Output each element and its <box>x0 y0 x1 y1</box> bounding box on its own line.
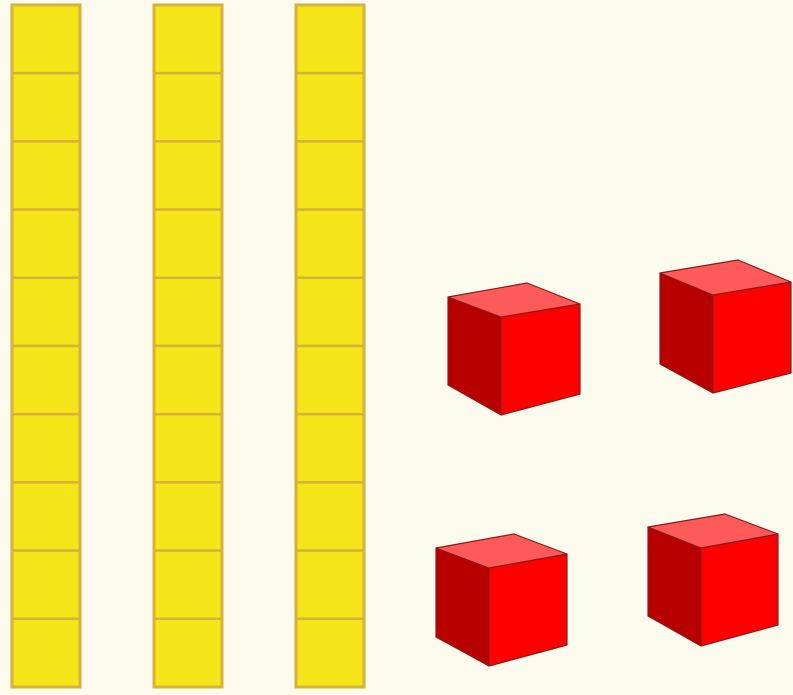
rod-unit-square <box>12 551 80 619</box>
unit-cube-1 <box>448 283 580 415</box>
unit-cube-3 <box>436 534 567 666</box>
rod-unit-square <box>296 619 364 687</box>
ten-rod-1 <box>12 5 80 687</box>
rod-unit-square <box>154 210 222 278</box>
rod-unit-square <box>154 414 222 482</box>
rod-unit-square <box>296 73 364 141</box>
rod-unit-square <box>12 141 80 209</box>
rod-unit-square <box>154 5 222 73</box>
rod-unit-square <box>12 346 80 414</box>
rod-unit-square <box>12 73 80 141</box>
rod-unit-square <box>154 73 222 141</box>
rod-unit-square <box>296 5 364 73</box>
unit-cube-2 <box>660 260 791 393</box>
rod-unit-square <box>12 278 80 346</box>
rod-unit-square <box>296 414 364 482</box>
ten-rod-3 <box>296 5 364 687</box>
rod-unit-square <box>154 551 222 619</box>
rod-unit-square <box>296 278 364 346</box>
rod-unit-square <box>296 346 364 414</box>
cube-front-face <box>713 282 791 393</box>
rod-unit-square <box>154 619 222 687</box>
rod-unit-square <box>12 619 80 687</box>
ten-rods-group <box>12 5 364 687</box>
rod-unit-square <box>12 414 80 482</box>
rod-unit-square <box>12 5 80 73</box>
rod-unit-square <box>296 141 364 209</box>
rod-unit-square <box>296 482 364 550</box>
rod-unit-square <box>12 482 80 550</box>
rod-unit-square <box>154 346 222 414</box>
rod-unit-square <box>296 551 364 619</box>
rod-unit-square <box>154 278 222 346</box>
rod-unit-square <box>12 210 80 278</box>
rod-unit-square <box>154 141 222 209</box>
rod-unit-square <box>296 210 364 278</box>
rod-unit-square <box>154 482 222 550</box>
unit-cube-4 <box>648 514 778 646</box>
ten-rod-2 <box>154 5 222 687</box>
